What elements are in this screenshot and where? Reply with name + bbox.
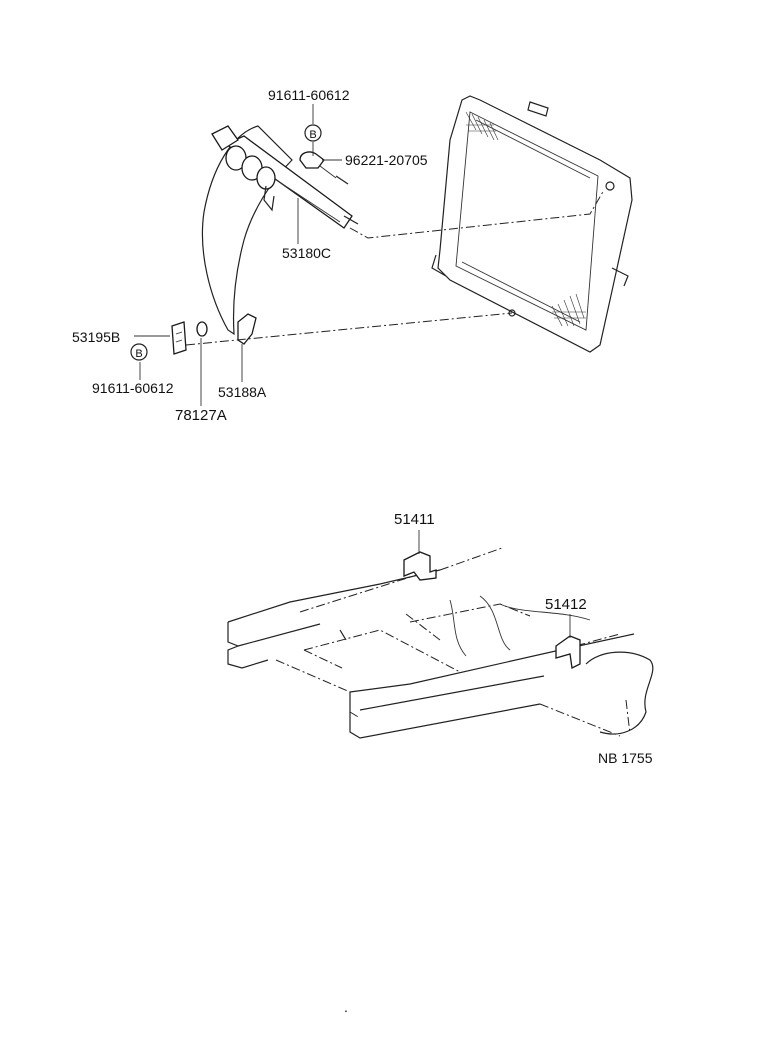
bracket-51412-part — [555, 635, 581, 669]
label-bolt-bottom: 91611-60612 — [92, 380, 174, 396]
label-bracket-front: 51411 — [394, 511, 435, 528]
shroud-seal — [201, 125, 293, 336]
bracket-53195b-part — [171, 321, 187, 355]
reference-code: NB 1755 — [598, 750, 653, 766]
label-clamp: 96221-20705 — [345, 152, 428, 168]
cushion-part — [196, 321, 208, 337]
stray-mark: . — [344, 999, 348, 1015]
bolt-marker-bottom: B — [130, 343, 148, 361]
bracket-51411-part — [403, 551, 437, 581]
dashed-connection-lines-top — [185, 189, 605, 346]
bolt-marker-bottom-letter: B — [135, 348, 142, 360]
frame-assembly — [227, 547, 654, 739]
label-bracket-rear: 51412 — [545, 596, 587, 613]
leader-lines-top — [134, 104, 342, 406]
clamp-part — [299, 151, 325, 169]
radiator-core-hatch-top — [465, 111, 499, 141]
label-cylinder: 53180C — [282, 245, 331, 261]
label-bolt-top: 91611-60612 — [268, 87, 350, 103]
bolt-marker-top: B — [304, 124, 322, 142]
label-cushion: 78127A — [175, 407, 227, 424]
bolt-marker-top-letter: B — [309, 129, 316, 141]
radiator-assembly — [431, 95, 633, 353]
label-bracket-left: 53195B — [72, 329, 120, 345]
radiator-core-hatch-bottom — [551, 293, 586, 327]
damper-cylinder — [211, 125, 359, 229]
label-bracket-right: 53188A — [218, 384, 267, 400]
